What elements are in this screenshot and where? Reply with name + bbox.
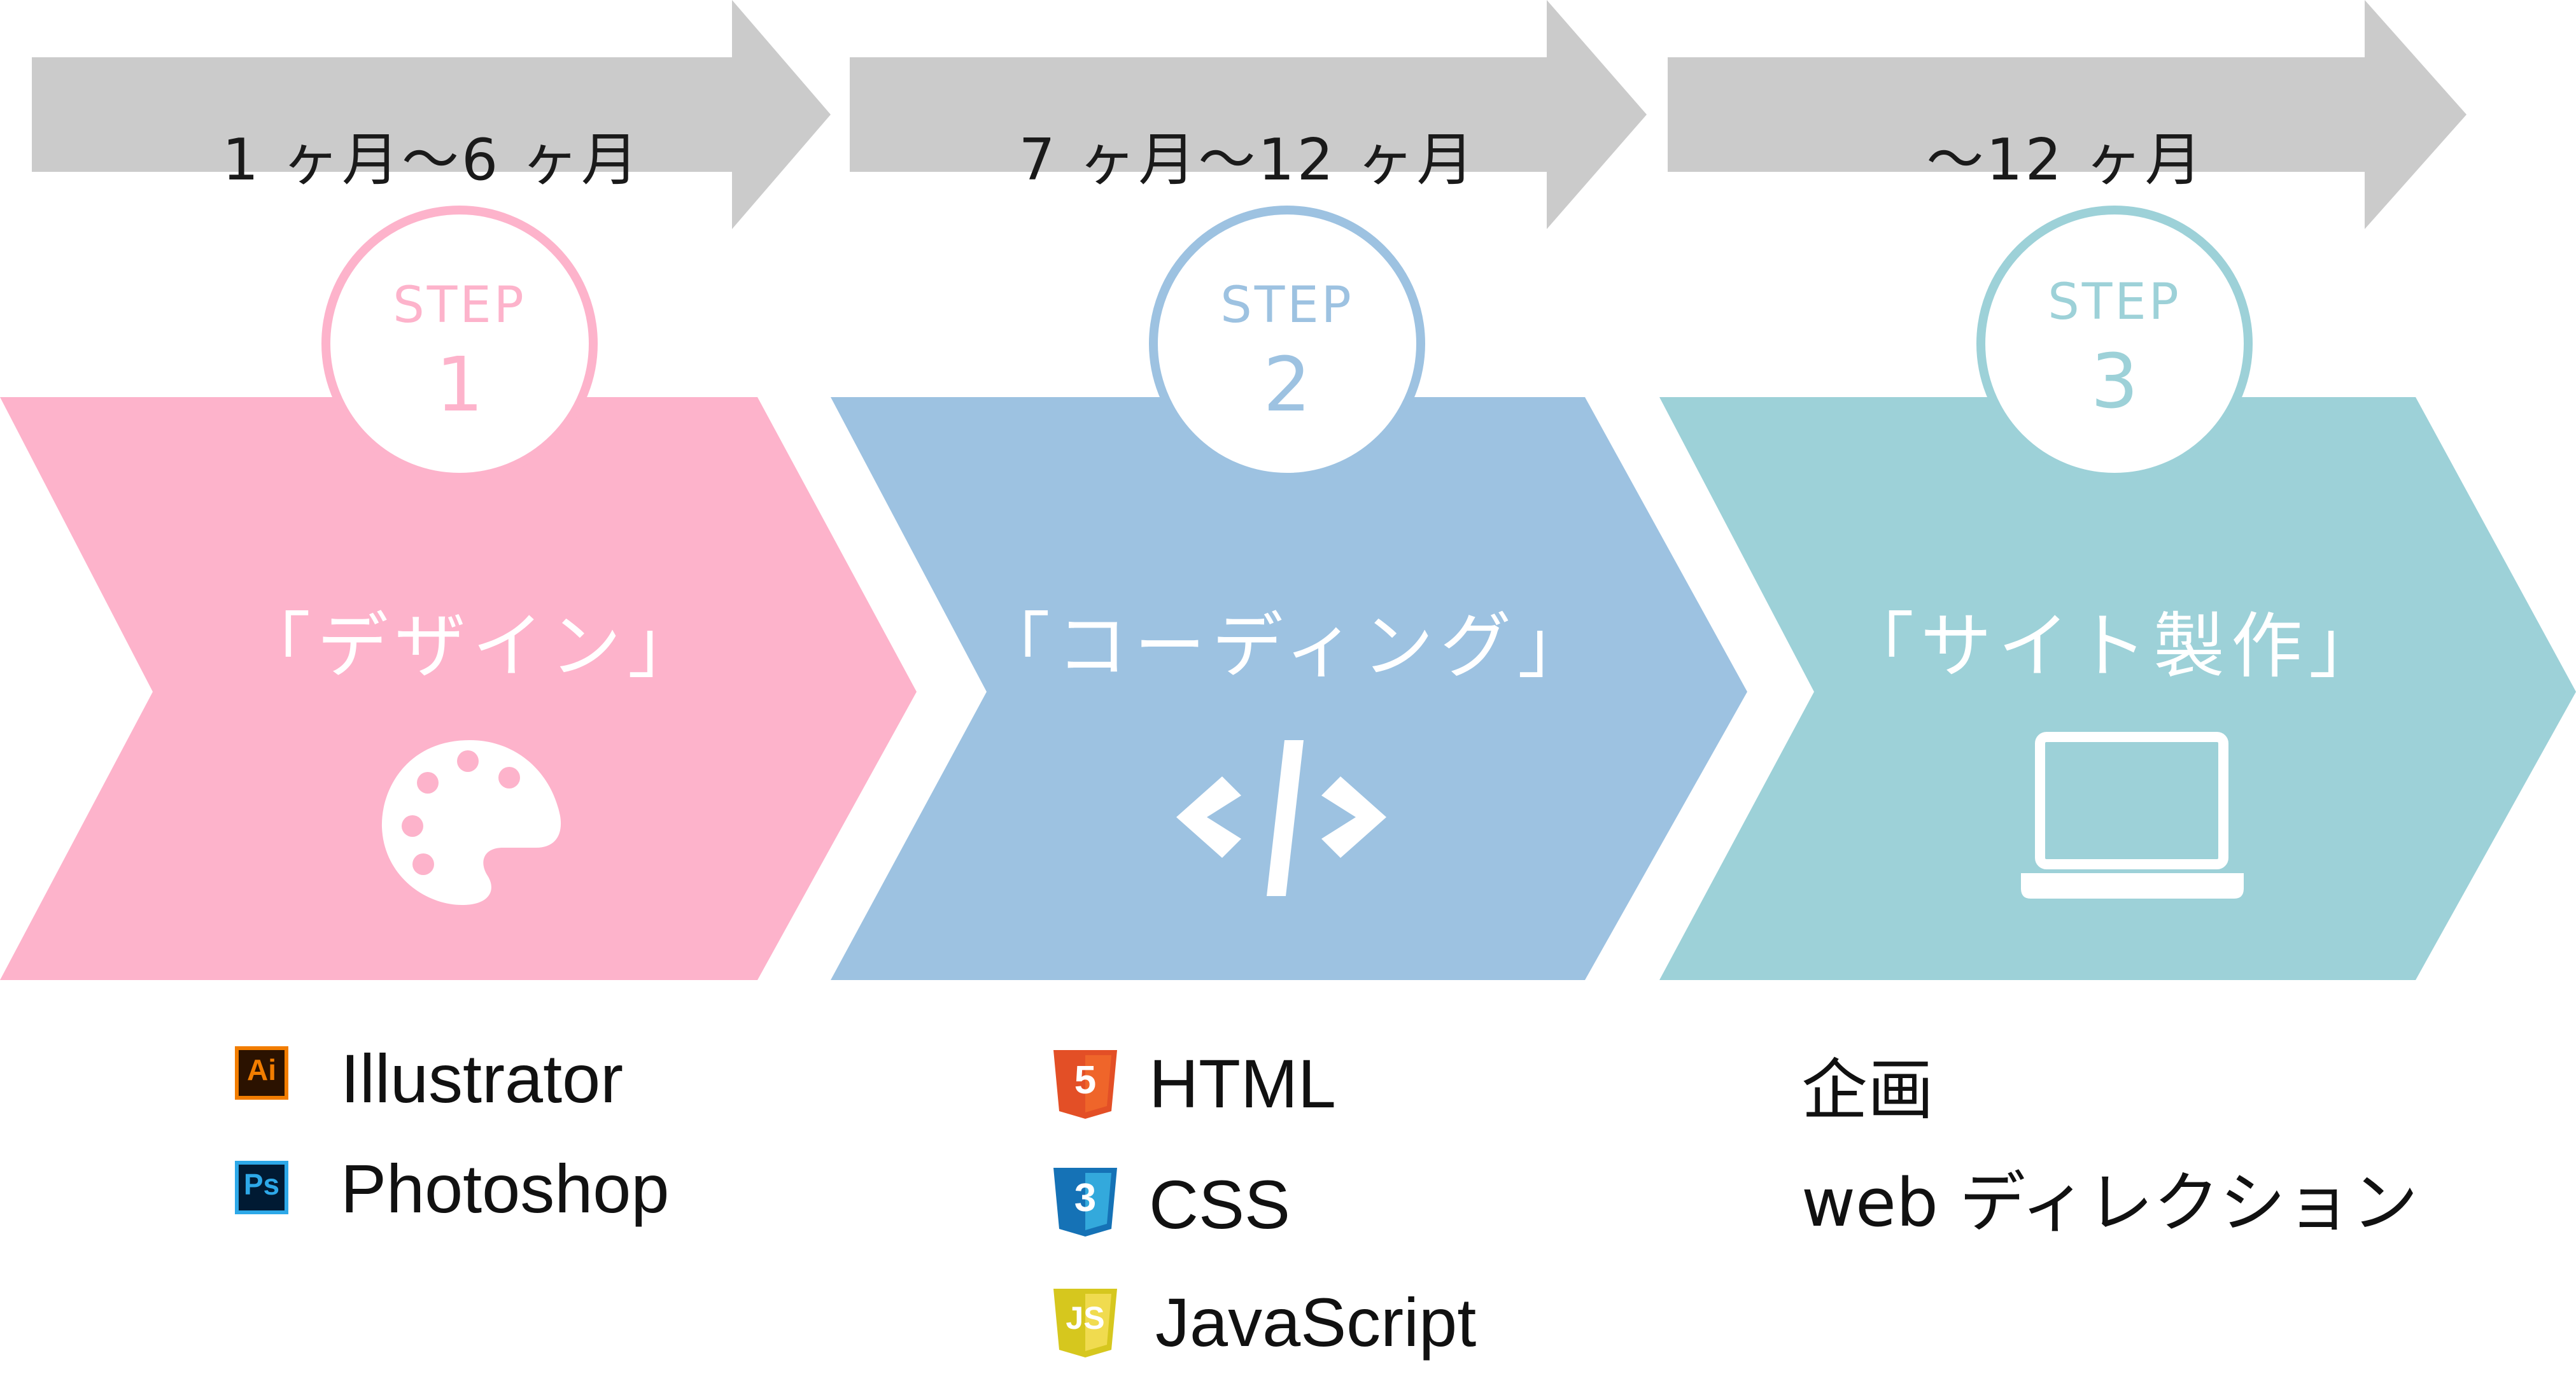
javascript-icon (1053, 1289, 1117, 1357)
task-planning: 企画 (1801, 1051, 1934, 1129)
tool-label-html: HTML (1149, 1045, 1336, 1122)
step1-circle (321, 206, 598, 482)
illustrator-icon (235, 1046, 288, 1100)
step3-circle (1976, 206, 2253, 482)
tool-label-javascript: JavaScript (1155, 1284, 1477, 1361)
step3-number: 3 (2090, 337, 2139, 425)
html5-icon (1053, 1050, 1117, 1119)
timeline-arrow-3 (1668, 0, 2467, 229)
tool-label-photoshop: Photoshop (341, 1150, 670, 1227)
laptop-icon (2021, 732, 2244, 899)
photoshop-icon (235, 1161, 288, 1214)
timeline-label-2: 7 ヶ月〜12 ヶ月 (1018, 127, 1477, 193)
tool-label-css: CSS (1149, 1166, 1291, 1243)
step2-circle (1149, 206, 1425, 482)
step2-label: STEP (1220, 277, 1354, 334)
task-web-direction: web ディレクション (1801, 1164, 2418, 1242)
javascript-icon-text: JS (1066, 1300, 1105, 1336)
code-icon (1176, 740, 1386, 896)
step3-label: STEP (2048, 274, 2181, 331)
timeline-arrow-2 (850, 0, 1647, 229)
step3-title: 「サイト製作」 (1843, 605, 2386, 688)
tool-label-illustrator: Illustrator (341, 1040, 624, 1117)
palette-icon (381, 740, 561, 905)
step3-chevron (1659, 397, 2576, 980)
photoshop-icon-text: Ps (243, 1168, 280, 1201)
step2-number: 2 (1263, 340, 1311, 428)
step1-title: 「デザイン」 (239, 605, 705, 688)
timeline-label-3: 〜12 ヶ月 (1926, 127, 2205, 193)
step2-title: 「コーディング」 (978, 605, 1596, 688)
step1-chevron (0, 397, 917, 980)
html5-icon-text: 5 (1074, 1058, 1097, 1102)
timeline-arrow-1 (32, 0, 831, 229)
step1-number: 1 (435, 340, 484, 428)
css3-icon-text: 3 (1074, 1176, 1097, 1220)
step1-label: STEP (393, 277, 526, 334)
timeline-label-1: 1 ヶ月〜6 ヶ月 (222, 127, 641, 193)
illustrator-icon-text: Ai (247, 1053, 276, 1086)
css3-icon (1053, 1168, 1117, 1237)
step2-chevron (831, 397, 1747, 980)
